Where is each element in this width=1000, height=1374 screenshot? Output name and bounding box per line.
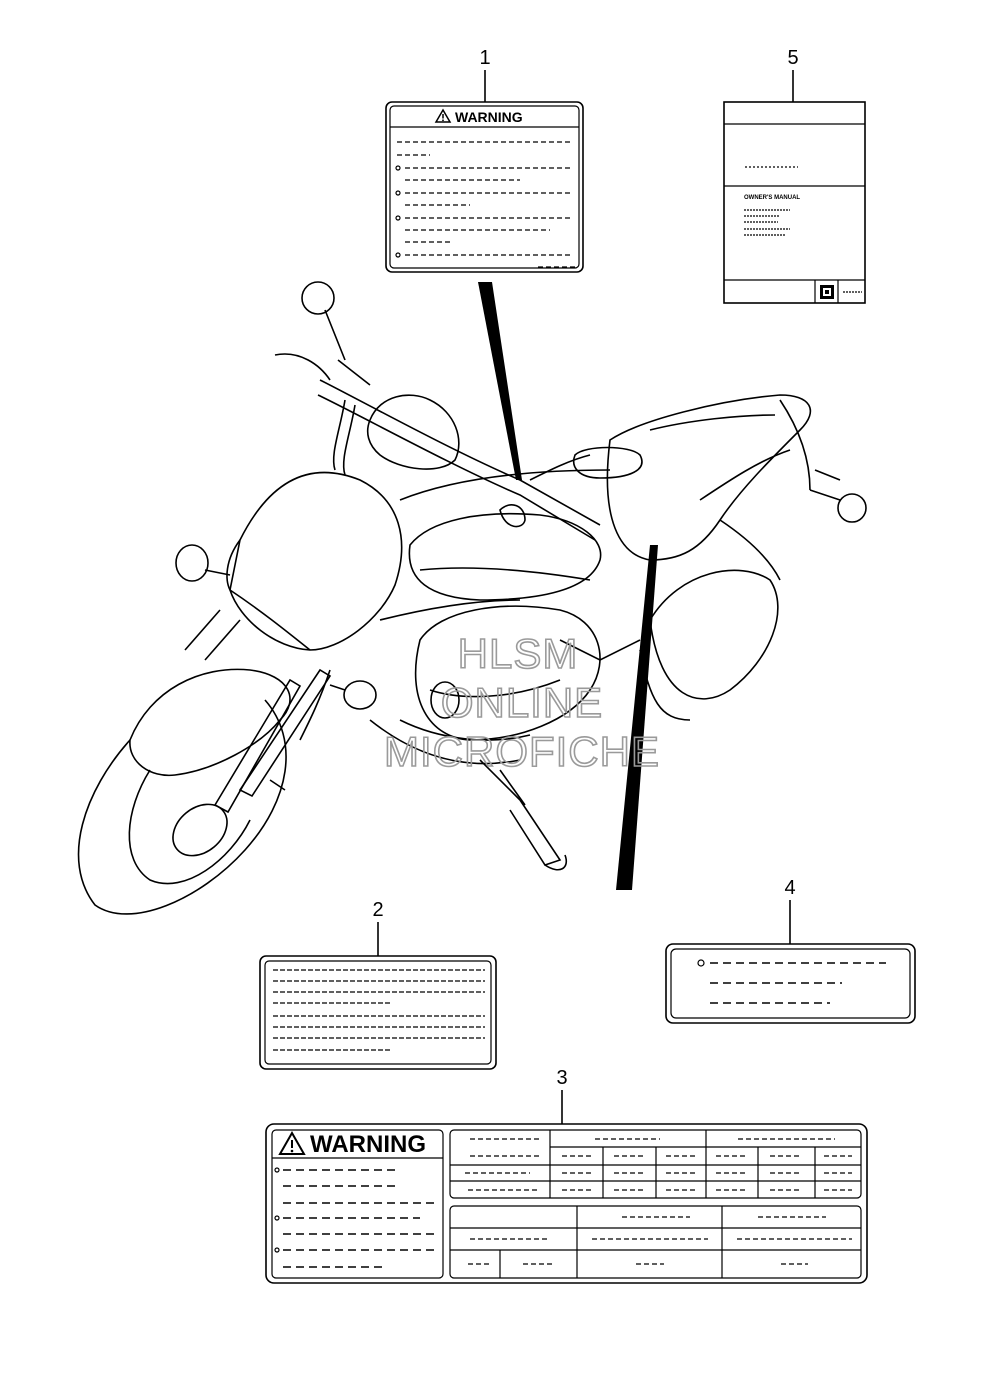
svg-text:2: 2 <box>372 899 383 921</box>
label-3-warning-table: WARNING <box>265 1123 868 1284</box>
svg-text:HLSM: HLSM <box>458 630 579 677</box>
label3-pointer <box>616 545 658 890</box>
label1-pointer <box>478 282 522 480</box>
label-1-warning: WARNING <box>385 101 584 273</box>
svg-text:ONLINE: ONLINE <box>441 679 603 726</box>
callout-3: 3 <box>556 1067 568 1124</box>
svg-text:MICROFICHE: MICROFICHE <box>384 728 660 775</box>
callout-5: 5 <box>787 47 799 102</box>
svg-text:3: 3 <box>556 1067 567 1089</box>
callout-1: 1 <box>479 47 491 102</box>
label-5-owners-manual: OWNER'S MANUAL <box>723 101 866 304</box>
svg-text:WARNING: WARNING <box>455 109 523 125</box>
motorcycle-drawing <box>77 281 867 915</box>
svg-text:5: 5 <box>787 47 798 69</box>
svg-text:WARNING: WARNING <box>310 1131 426 1158</box>
svg-text:OWNER'S MANUAL: OWNER'S MANUAL <box>744 195 800 201</box>
warning-triangle-icon <box>434 108 452 123</box>
label-4 <box>665 943 916 1024</box>
brand-logo-icon <box>820 285 834 299</box>
watermark: HLSM ONLINE MICROFICHE <box>383 629 660 776</box>
callout-2: 2 <box>372 899 384 956</box>
svg-text:4: 4 <box>784 877 795 899</box>
warning-triangle-icon <box>278 1130 306 1155</box>
callout-4: 4 <box>784 877 796 944</box>
label-2 <box>259 955 497 1070</box>
svg-text:1: 1 <box>479 47 490 69</box>
